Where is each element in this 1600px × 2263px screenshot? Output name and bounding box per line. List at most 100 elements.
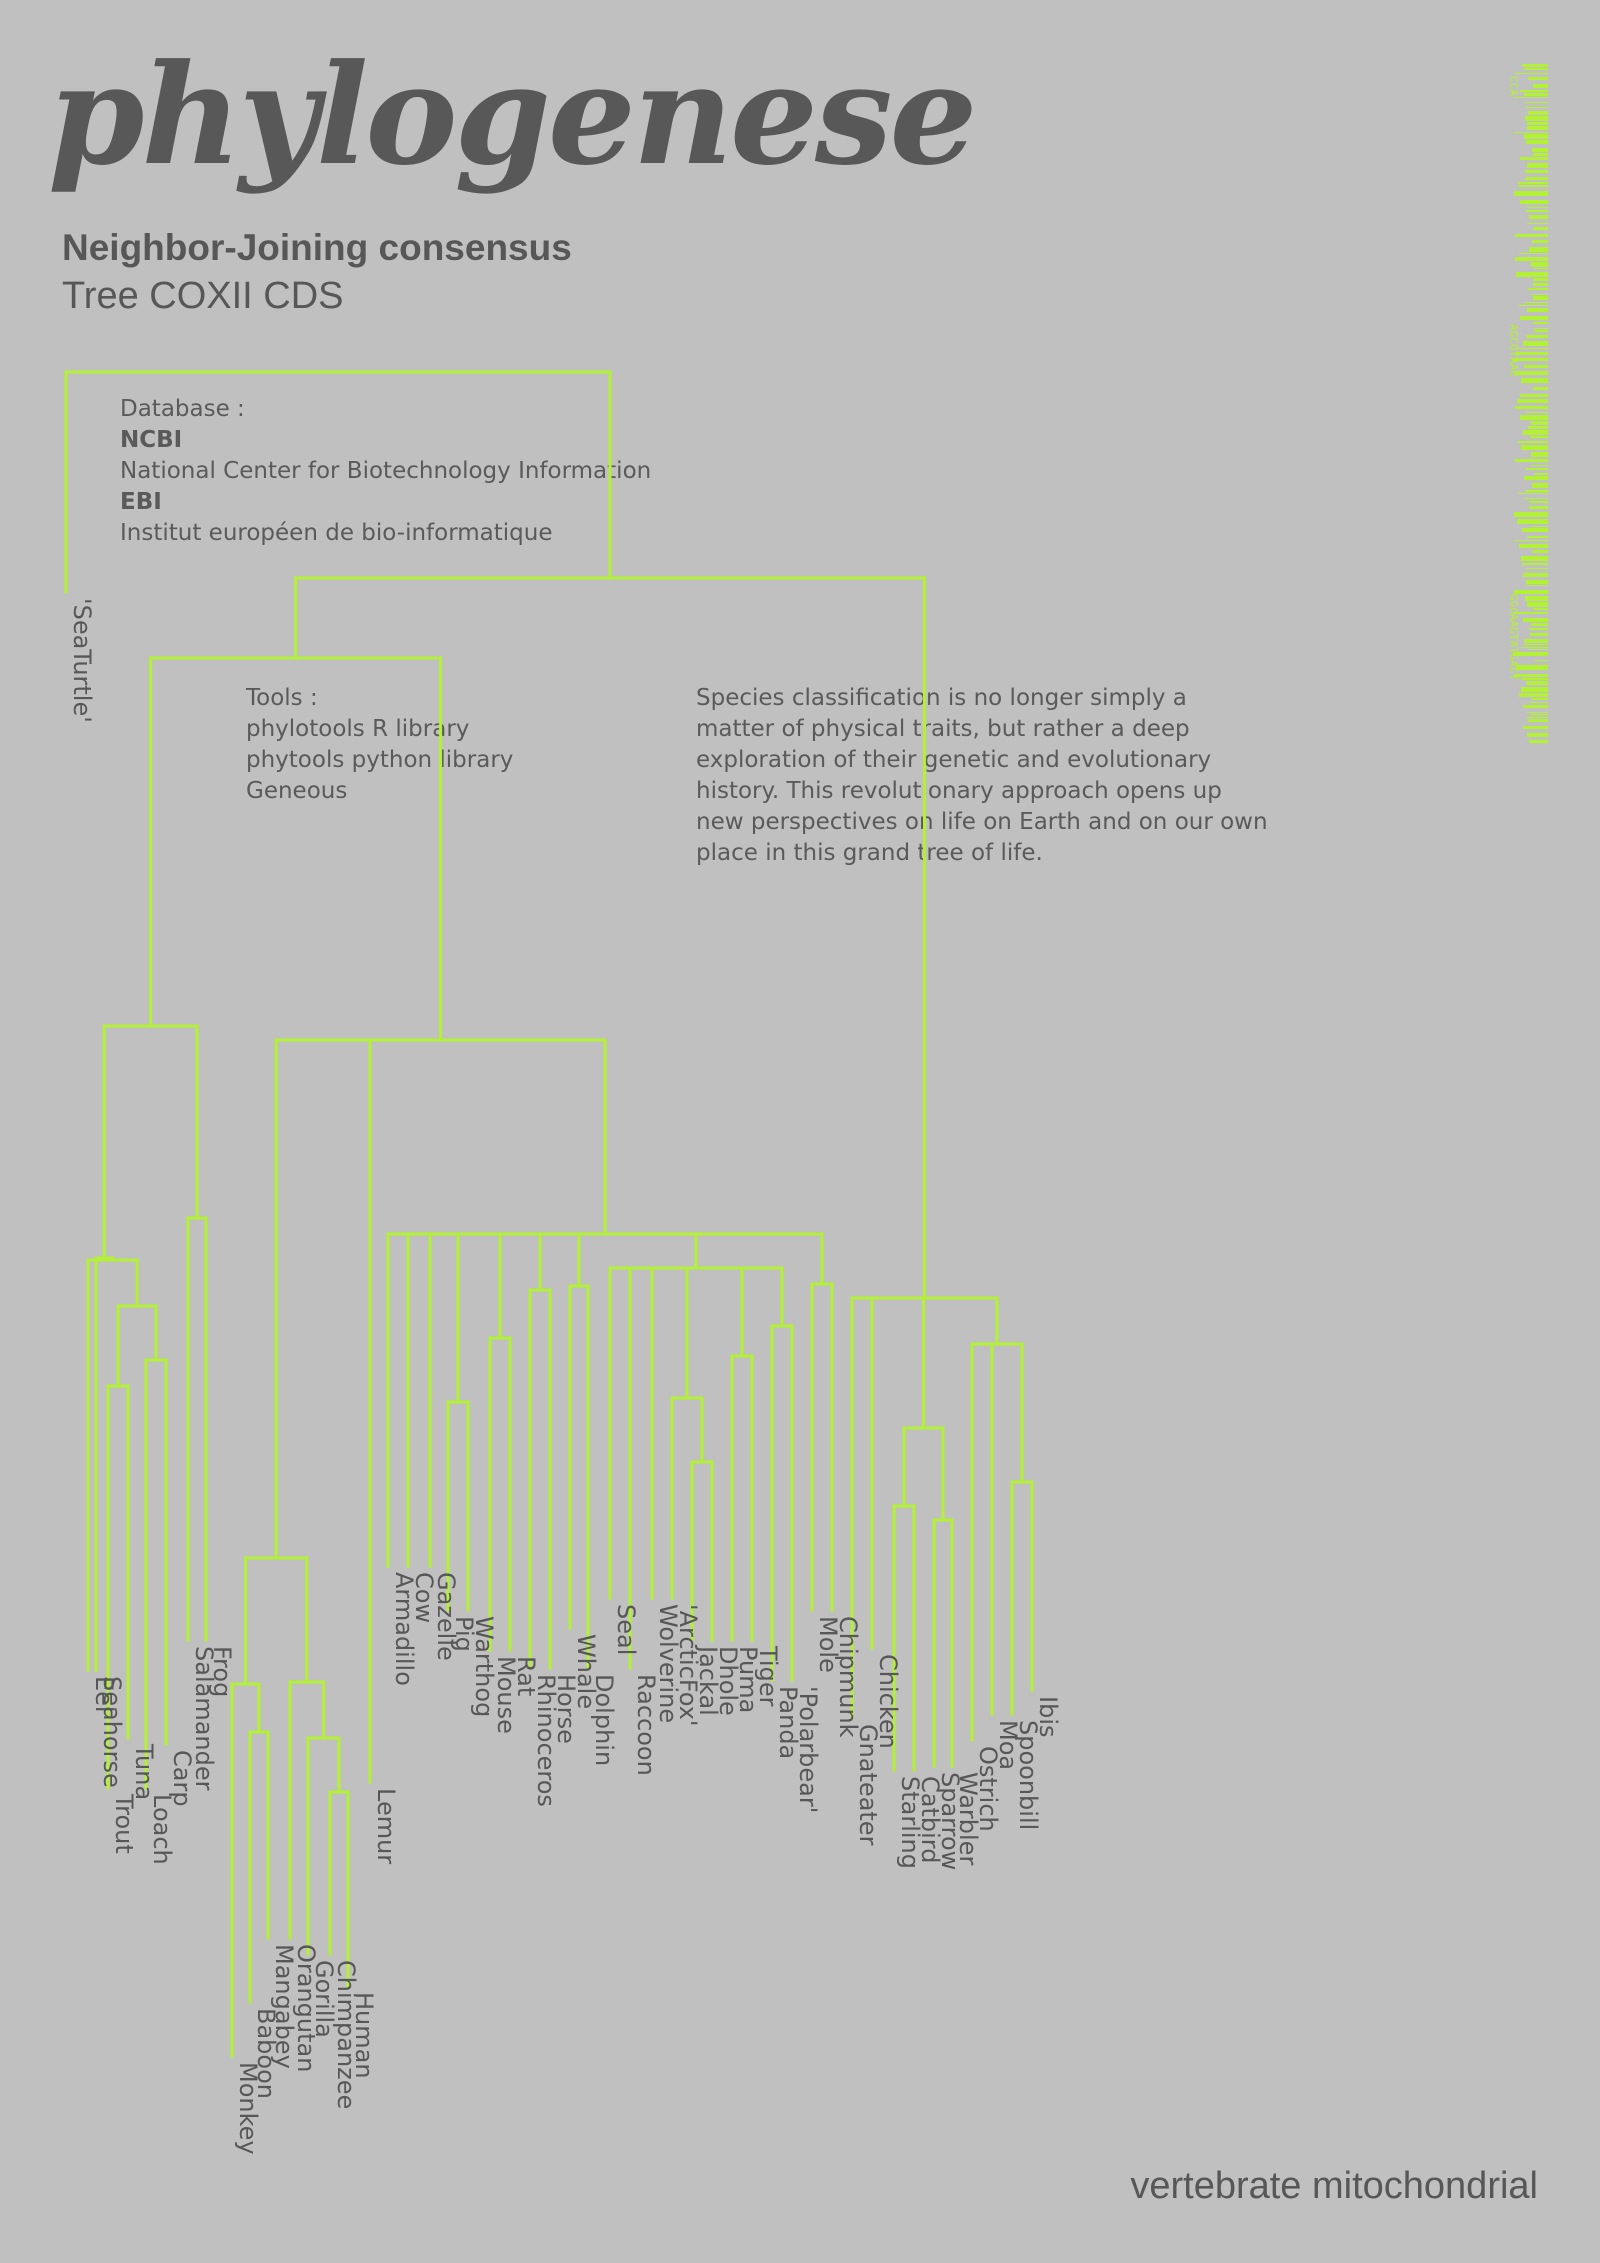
page-subtitle: Tree COXII CDS <box>62 275 344 317</box>
barcode-bar <box>1533 227 1548 230</box>
barcode-bar <box>1528 719 1548 722</box>
barcode-bar <box>1533 278 1548 281</box>
barcode-bar <box>1520 90 1548 92</box>
barcode-bar <box>1532 148 1548 152</box>
barcode-bar <box>1518 182 1548 184</box>
barcode-bar <box>1524 93 1548 96</box>
barcode-bar <box>1526 468 1548 470</box>
leaf-label: Moa <box>994 1720 1022 1770</box>
leaf-label: Tiger <box>754 1645 782 1707</box>
leaf-label: Warthog <box>470 1616 498 1717</box>
barcode-bar <box>1521 378 1548 383</box>
barcode-bar <box>1515 257 1548 261</box>
barcode-bar <box>1527 717 1548 718</box>
barcode-bar <box>1529 628 1548 630</box>
barcode-bar <box>1521 445 1548 450</box>
barcode-bar <box>1527 308 1548 312</box>
barcode-bar <box>1533 328 1548 329</box>
leaf-label: Starling <box>896 1776 924 1869</box>
barcode-bar <box>1514 674 1548 677</box>
barcode-bar <box>1514 590 1548 594</box>
barcode-label: CCA <box>1508 76 1520 96</box>
barcode-bar <box>1527 126 1548 130</box>
barcode-bar <box>1530 633 1548 636</box>
barcode-bar <box>1521 647 1548 648</box>
leaf-label: Eel <box>90 1676 118 1713</box>
barcode-bar <box>1529 501 1548 503</box>
leaf-label: Mangabey <box>270 1944 298 2069</box>
barcode-bar <box>1520 316 1548 320</box>
barcode-bar <box>1523 430 1548 435</box>
barcode-bar <box>1534 330 1548 332</box>
barcode-bar <box>1513 612 1548 614</box>
barcode-bar <box>1523 726 1548 729</box>
barcode-bar <box>1533 296 1548 300</box>
description-line: matter of physical traits, but rather a … <box>696 716 1190 742</box>
barcode-bar <box>1515 348 1548 349</box>
leaf-label: Puma <box>734 1646 762 1713</box>
leaf-label: Monkey <box>234 2062 262 2155</box>
leaf-label: Rhinoceros <box>532 1674 560 1807</box>
barcode-bar <box>1518 305 1548 306</box>
barcode-bar <box>1520 415 1548 420</box>
leaf-label: Raccoon <box>632 1674 660 1776</box>
barcode-bar <box>1526 580 1548 584</box>
barcode-bar <box>1526 490 1548 492</box>
barcode-bar <box>1529 247 1548 252</box>
barcode-bar <box>1528 111 1548 115</box>
barcode-bar <box>1524 639 1548 643</box>
leaf-label: Ibis <box>1034 1696 1062 1737</box>
barcode-bar <box>1520 394 1548 397</box>
leaf-label: Seal <box>612 1604 640 1655</box>
barcode-bar <box>1534 268 1548 269</box>
leaf-label: Jackal <box>694 1644 722 1716</box>
barcode-bar <box>1527 712 1548 713</box>
barcode-bar <box>1514 97 1548 98</box>
database-block: Database : NCBI National Center for Biot… <box>120 394 651 549</box>
leaf-label: Tuna <box>130 1743 158 1800</box>
barcode-bar <box>1531 262 1548 267</box>
tools-heading: Tools : <box>246 685 318 711</box>
leaf-label: Orangutan <box>292 1944 320 2072</box>
barcode-bar <box>1515 73 1548 74</box>
barcode-bar <box>1532 550 1548 553</box>
barcode-bar <box>1529 740 1548 743</box>
barcode-bar <box>1525 68 1548 70</box>
leaf-label: Whale <box>572 1634 600 1709</box>
leaf-label: Sparrow <box>936 1772 964 1870</box>
barcode-bar <box>1514 512 1548 517</box>
leaf-label: Cow <box>410 1572 438 1623</box>
barcode-bar <box>1516 665 1548 670</box>
barcode-bar <box>1517 399 1548 403</box>
description-line: new perspectives on life on Earth and on… <box>696 809 1268 835</box>
page-title: Neighbor-Joining consensus <box>62 227 572 268</box>
leaf-label: Trout <box>110 1793 138 1854</box>
barcode-bar <box>1528 426 1548 429</box>
barcode-bar <box>1534 473 1548 475</box>
leaf-label: Mouse <box>492 1656 520 1734</box>
barcode-bar <box>1533 322 1548 324</box>
barcode-bar <box>1532 240 1548 243</box>
leaf-label: Dolphin <box>590 1674 618 1766</box>
barcode-bar <box>1528 649 1548 650</box>
barcode-bar <box>1525 596 1548 601</box>
barcode-bar <box>1524 365 1548 368</box>
barcode-bar <box>1527 602 1548 607</box>
leaf-label: Gorilla <box>310 1960 338 2038</box>
barcode-label: GGCAAGTATGACT <box>1508 594 1520 680</box>
barcode-bar <box>1526 335 1548 338</box>
barcode-bar <box>1519 693 1548 697</box>
barcode-bar <box>1531 294 1548 295</box>
barcode-bar <box>1528 288 1548 290</box>
tools-block: Tools : phylotools R library phytools py… <box>246 683 513 807</box>
leaf-label: Wolverine <box>654 1604 682 1723</box>
barcode-bar <box>1514 191 1548 196</box>
leaf-label: Salamander <box>190 1646 218 1791</box>
barcode-bar <box>1526 568 1548 569</box>
barcode-bar <box>1519 253 1548 254</box>
database-source-full: National Center for Biotechnology Inform… <box>120 458 652 484</box>
barcode-bar <box>1531 452 1548 457</box>
barcode-bar <box>1531 623 1548 626</box>
barcode-bar <box>1527 122 1548 125</box>
